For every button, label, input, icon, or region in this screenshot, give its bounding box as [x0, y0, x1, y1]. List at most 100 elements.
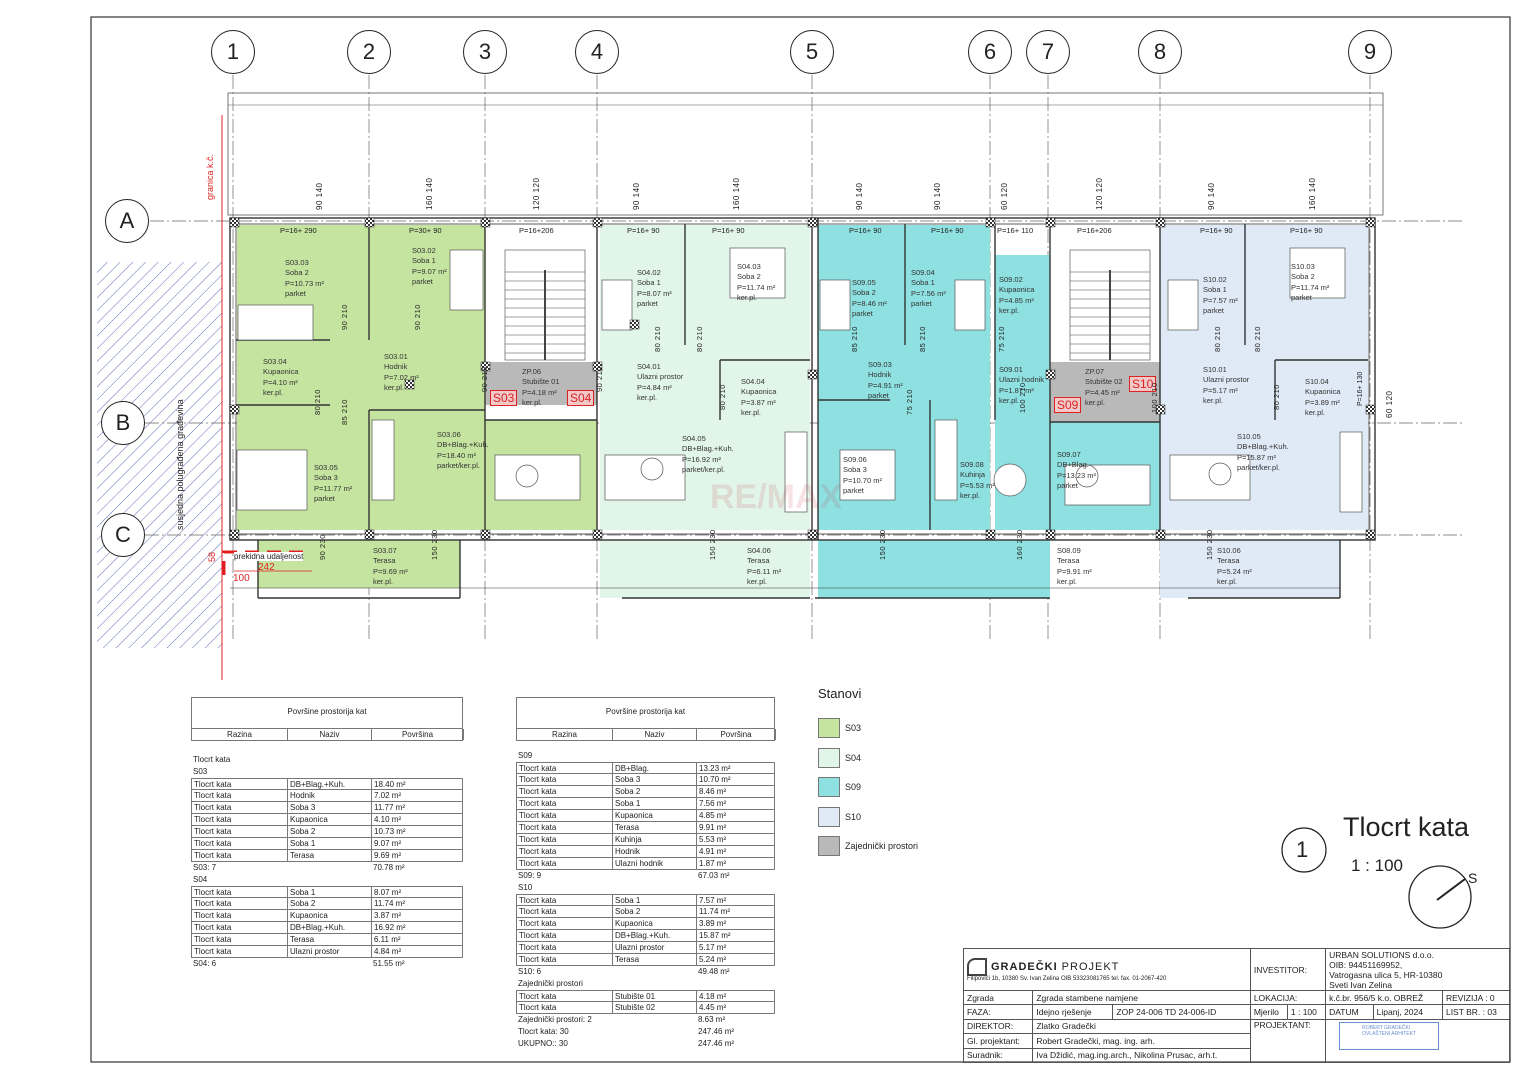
table-cell: Soba 1	[613, 895, 697, 905]
legend-swatch	[818, 836, 840, 856]
room-floor: ker.pl.	[373, 577, 394, 587]
table-cell: Kuhinja	[613, 834, 697, 845]
furniture	[236, 247, 1363, 513]
room-id: S03.04	[263, 357, 287, 366]
table-cell: Tlocrt kata	[192, 838, 288, 849]
scale-value: 1 : 100	[1286, 1004, 1327, 1020]
axis-column-5: 5	[790, 30, 834, 74]
room-area: P=7.57 m²	[1203, 295, 1238, 305]
legend-label: S04	[845, 752, 862, 763]
table-cell: Tlocrt kata	[517, 822, 613, 833]
room-name: Kupaonica	[263, 367, 299, 377]
window-label: P=16+ 90	[931, 226, 964, 235]
door-dimension: 100 210	[1018, 382, 1027, 413]
table-cell: DB+Blag.+Kuh.	[288, 922, 372, 933]
column-header: Naziv	[288, 729, 372, 740]
room-name: Terasa	[747, 556, 770, 566]
table-cell: Soba 2	[613, 906, 697, 917]
room-floor: parket	[868, 391, 889, 401]
table-cell: Tlocrt kata	[517, 942, 613, 953]
window-dimension: 90 140	[933, 182, 942, 210]
room-id: S04.02	[637, 268, 661, 277]
room-name: Kupaonica	[999, 285, 1035, 295]
room-floor: parket	[285, 289, 306, 299]
room-area: P=1.87 m²	[999, 385, 1034, 395]
room-floor: parket	[314, 494, 335, 504]
room-name: Soba 2	[852, 288, 876, 298]
column	[364, 217, 375, 228]
window-label: P=16+206	[1077, 226, 1112, 235]
north-arrow	[1408, 865, 1472, 929]
room-id: S09.01	[999, 365, 1023, 374]
table-cell: 3.87 m²	[374, 911, 402, 920]
table-cell: 9.69 m²	[374, 851, 402, 860]
drawing-title: Tlocrt kata	[1343, 812, 1470, 842]
room-name: Stubište 02	[1085, 377, 1123, 387]
column-header: Naziv	[613, 729, 697, 740]
table-cell: 5.53 m²	[699, 835, 727, 844]
table-cell: 7.57 m²	[699, 896, 727, 905]
investor-cell: URBAN SOLUTIONS d.o.o.OIB: 94451169952,V…	[1325, 948, 1510, 991]
gap-height: 58	[207, 551, 217, 562]
column	[807, 369, 818, 380]
column	[807, 217, 818, 228]
table-cell: 4.10 m²	[374, 815, 402, 824]
room-id: ZP.06	[522, 367, 542, 376]
room-floor: ker.pl.	[263, 388, 284, 398]
room-area: P=4.10 m²	[263, 377, 298, 387]
table-cell: Soba 3	[288, 802, 372, 813]
table-cell: 5.24 m²	[699, 955, 727, 964]
table-cell: 7.02 m²	[374, 791, 402, 800]
room-floor: parket	[852, 309, 873, 319]
room-name: Soba 2	[1291, 272, 1315, 282]
room-id: S09.07	[1057, 450, 1081, 459]
table-cell: Tlocrt kata	[192, 910, 288, 921]
room-floor: parket	[1057, 481, 1078, 491]
structural-columns	[229, 217, 1376, 540]
table-cell: Soba 3	[613, 774, 697, 785]
table-cell: 11.77 m²	[374, 803, 405, 812]
room-name: DB+Blag.+Kuh.	[682, 444, 734, 454]
room-name: Ulazni prostor	[637, 372, 684, 382]
window-label: P=16+ 110	[997, 226, 1034, 235]
axis-row-C: C	[101, 513, 145, 557]
column	[480, 217, 491, 228]
room-name: Terasa	[373, 556, 396, 566]
axis-row-B: B	[101, 401, 145, 445]
table-group-line: Zajednički prostori	[516, 978, 775, 990]
group-total: 247.46 m²	[698, 1039, 735, 1048]
window-dimension: 60 120	[1000, 182, 1009, 210]
door-dimension: 85 210	[340, 399, 349, 425]
neighbour-building-hatch	[97, 262, 222, 648]
room-floor: ker.pl.	[960, 491, 981, 501]
table-cell: 16.92 m²	[374, 923, 406, 932]
column	[1365, 529, 1376, 540]
room-floor: parket	[843, 486, 864, 496]
room-floor: ker.pl.	[1217, 577, 1238, 587]
room-floor: ker.pl.	[741, 408, 762, 418]
door-dimension: 90 210	[480, 366, 489, 392]
sheet-label: LIST BR.	[1445, 1007, 1481, 1018]
room-name: Soba 2	[285, 268, 309, 278]
room-name: Kupaonica	[741, 387, 777, 397]
table-group-line: S04	[191, 874, 463, 886]
table-cell: 1.87 m²	[699, 859, 727, 868]
room-id: S09.03	[868, 360, 892, 369]
table-cell: Tlocrt kata	[517, 858, 613, 869]
table-cell: Kupaonica	[288, 814, 372, 825]
